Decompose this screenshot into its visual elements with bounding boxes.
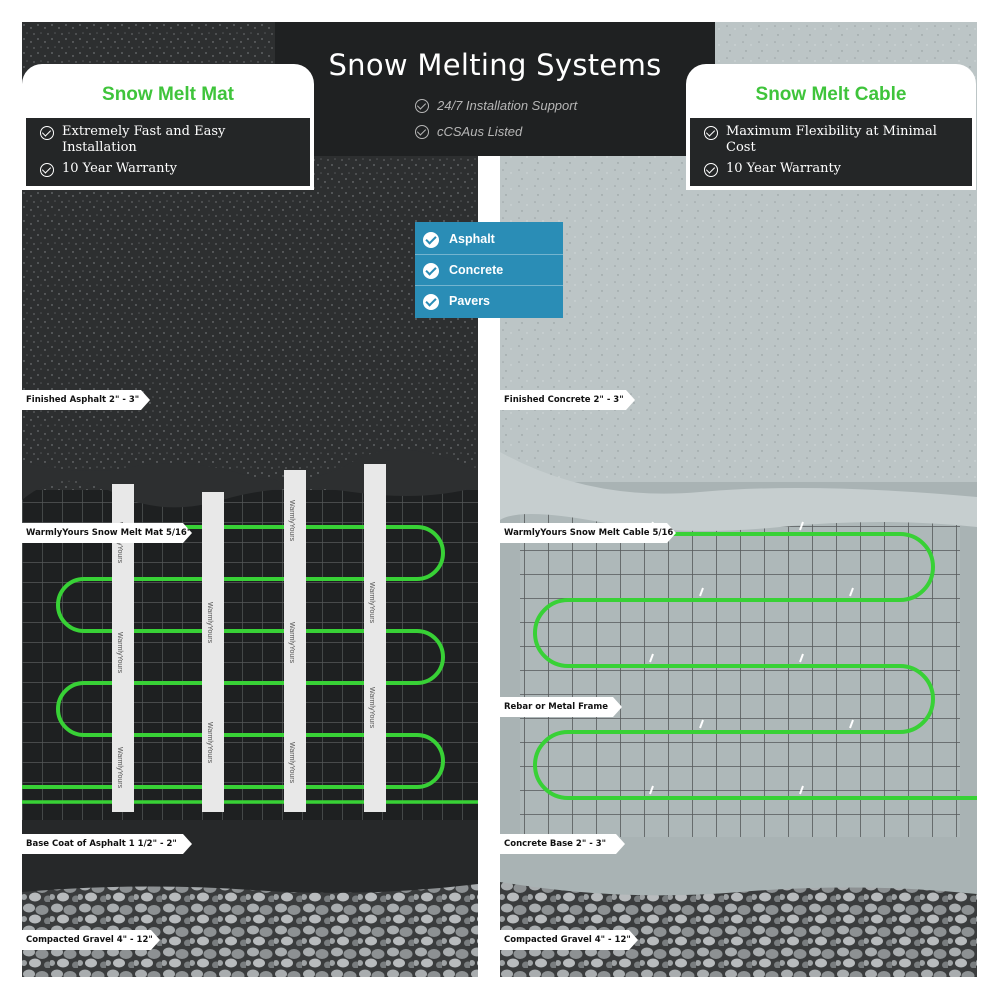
feature-installation-support: 24/7 Installation Support bbox=[415, 98, 577, 113]
layer-label-snow-melt-cable: WarmlyYours Snow Melt Cable 5/16" bbox=[500, 523, 676, 543]
layer-label-finished-concrete: Finished Concrete 2" - 3" bbox=[500, 390, 635, 410]
surface-item-concrete: Concrete bbox=[415, 255, 563, 286]
surface-label: Pavers bbox=[449, 294, 491, 308]
check-circle-icon bbox=[704, 126, 718, 140]
snow-melt-cable-card: Snow Melt Cable Maximum Flexibility at M… bbox=[686, 64, 976, 190]
card-feature-item: Maximum Flexibility at Minimal Cost bbox=[704, 124, 962, 156]
mat-tape-label: WarmlyYours bbox=[288, 742, 295, 784]
feature-text: 10 Year Warranty bbox=[726, 161, 842, 176]
layer-label-rebar: Rebar or Metal Frame bbox=[500, 697, 622, 717]
check-circle-icon bbox=[415, 99, 429, 113]
check-icon bbox=[423, 232, 439, 248]
mat-tape-label: WarmlyYours bbox=[206, 722, 213, 764]
check-circle-icon bbox=[704, 163, 718, 177]
feature-text: cCSAus Listed bbox=[437, 124, 523, 139]
mat-tape-label: WarmlyYours bbox=[368, 582, 375, 624]
layer-label-concrete-base: Concrete Base 2" - 3" bbox=[500, 834, 625, 854]
layer-label-finished-asphalt: Finished Asphalt 2" - 3" bbox=[22, 390, 150, 410]
surface-item-pavers: Pavers bbox=[415, 286, 563, 317]
feature-listing: cCSAus Listed bbox=[415, 124, 522, 139]
feature-text: 24/7 Installation Support bbox=[437, 98, 578, 113]
card-feature-item: 10 Year Warranty bbox=[704, 161, 962, 177]
card-feature-item: Extremely Fast and Easy Installation bbox=[40, 124, 300, 156]
card-title: Snow Melt Cable bbox=[755, 84, 907, 105]
check-circle-icon bbox=[415, 125, 429, 139]
check-circle-icon bbox=[40, 126, 54, 140]
check-icon bbox=[423, 294, 439, 310]
page-title: Snow Melting Systems bbox=[328, 48, 662, 82]
surface-label: Concrete bbox=[449, 263, 504, 277]
card-features: Extremely Fast and Easy Installation 10 … bbox=[26, 118, 310, 186]
surface-types-box: Asphalt Concrete Pavers bbox=[415, 222, 563, 318]
surface-label: Asphalt bbox=[449, 232, 495, 246]
layer-label-compacted-gravel: Compacted Gravel 4" - 12" bbox=[500, 930, 638, 950]
card-features: Maximum Flexibility at Minimal Cost 10 Y… bbox=[690, 118, 972, 186]
check-circle-icon bbox=[40, 163, 54, 177]
feature-text: 10 Year Warranty bbox=[62, 161, 178, 176]
card-title: Snow Melt Mat bbox=[102, 84, 234, 105]
mat-tape-label: WarmlyYours bbox=[368, 687, 375, 729]
snow-melt-mat-card: Snow Melt Mat Extremely Fast and Easy In… bbox=[22, 64, 314, 190]
feature-text: Extremely Fast and Easy Installation bbox=[62, 124, 226, 155]
mat-tape-label: WarmlyYours bbox=[288, 622, 295, 664]
card-feature-item: 10 Year Warranty bbox=[40, 161, 300, 177]
mat-tape-label: WarmlyYours bbox=[116, 632, 123, 674]
mat-tape-label: WarmlyYours bbox=[116, 747, 123, 789]
mat-tape-label: WarmlyYours bbox=[288, 500, 295, 542]
layer-label-compacted-gravel: Compacted Gravel 4" - 12" bbox=[22, 930, 160, 950]
check-icon bbox=[423, 263, 439, 279]
layer-label-snow-melt-mat: WarmlyYours Snow Melt Mat 5/16" bbox=[22, 523, 192, 543]
surface-item-asphalt: Asphalt bbox=[415, 224, 563, 255]
feature-text: Maximum Flexibility at Minimal Cost bbox=[726, 124, 937, 155]
layer-label-base-coat-asphalt: Base Coat of Asphalt 1 1/2" - 2" bbox=[22, 834, 192, 854]
mat-tape-label: WarmlyYours bbox=[206, 602, 213, 644]
title-banner: Snow Melting Systems 24/7 Installation S… bbox=[275, 22, 715, 156]
